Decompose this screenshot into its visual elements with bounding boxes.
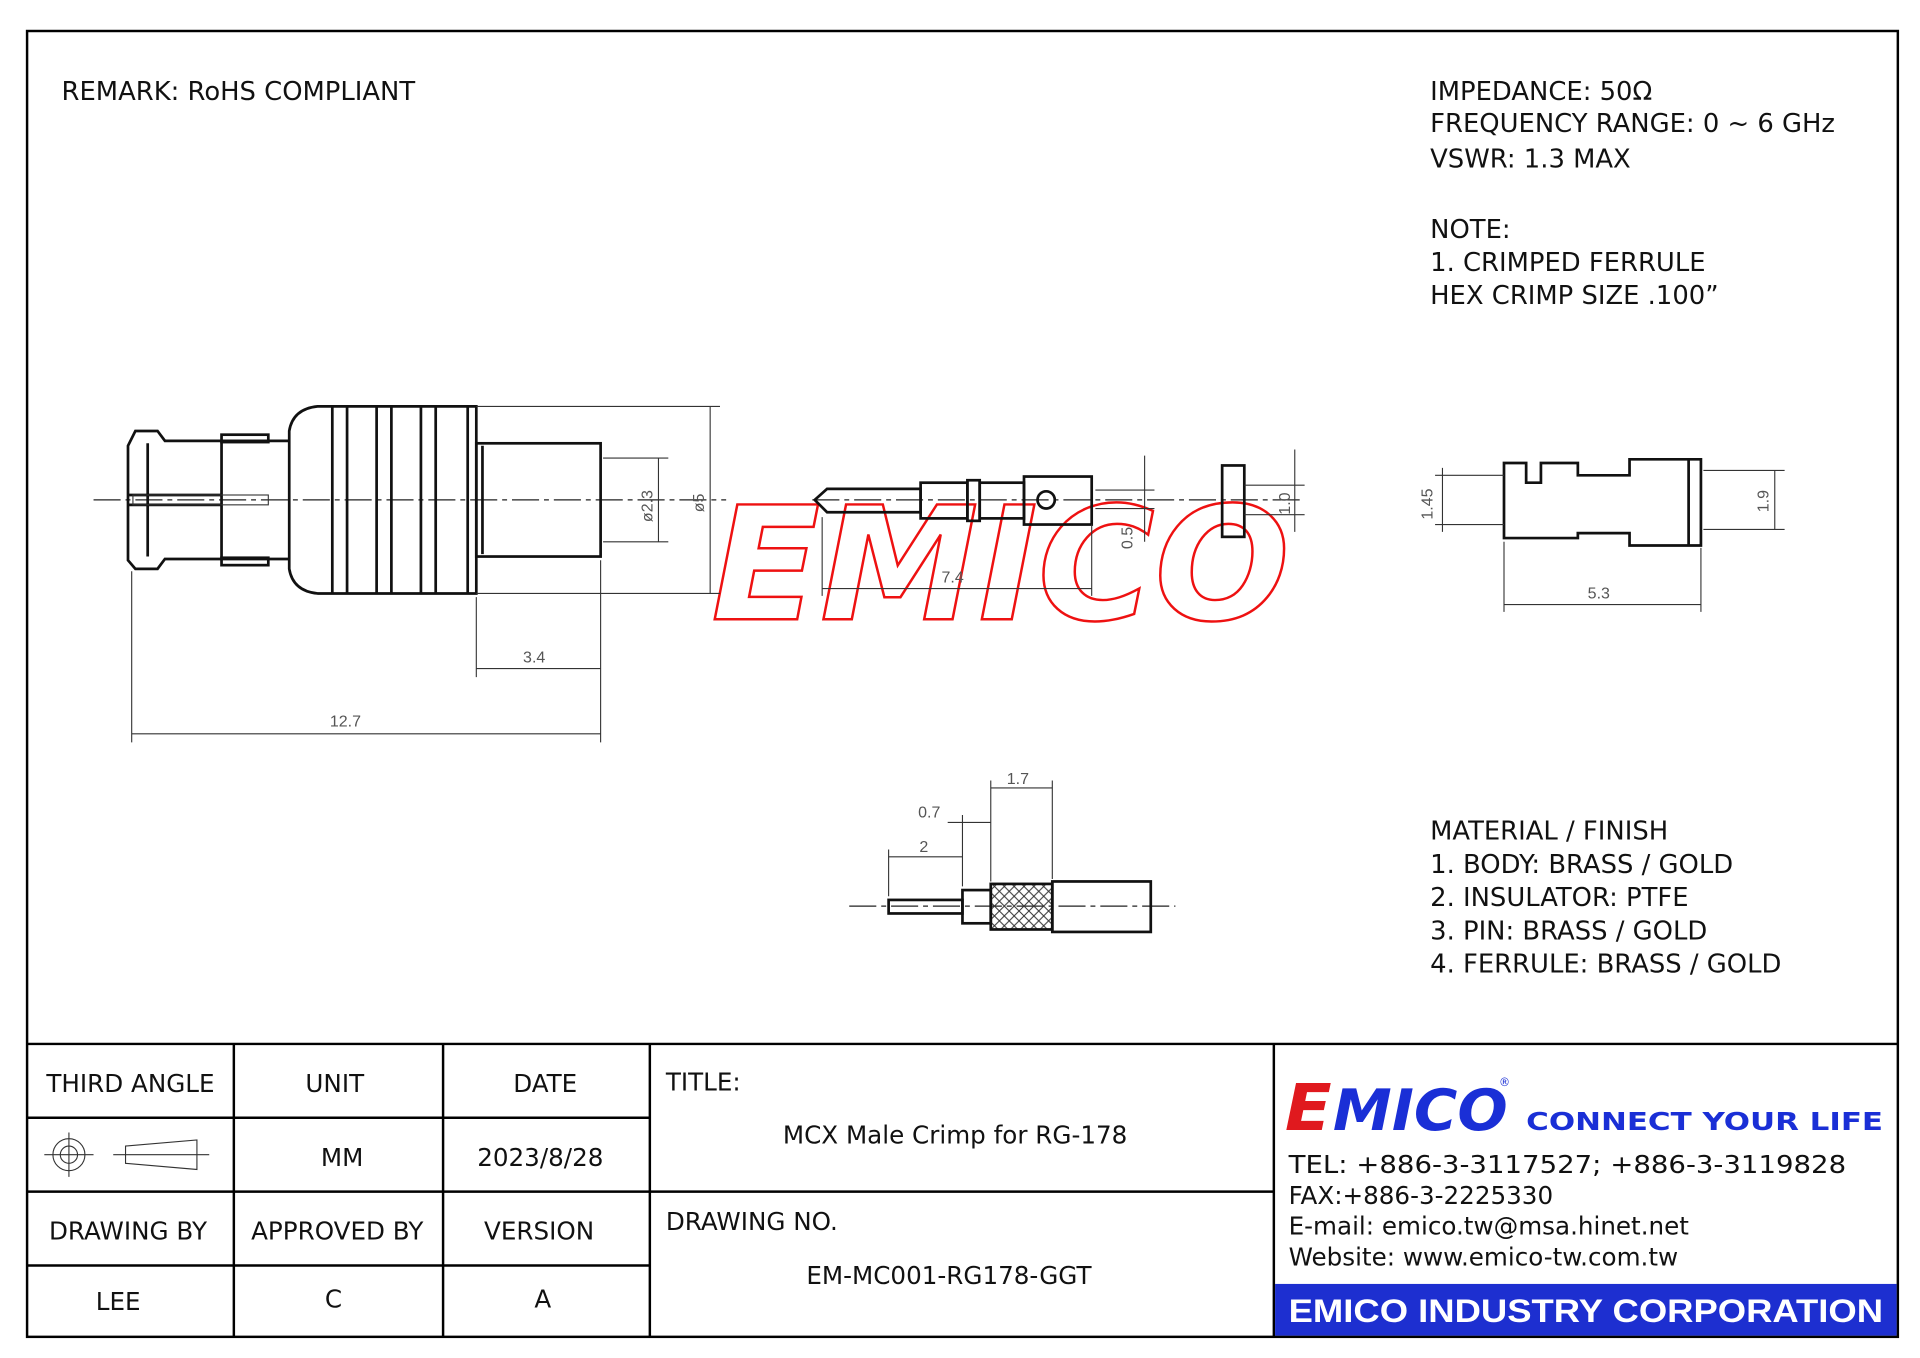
material-block: MATERIAL / FINISH 1. BODY: BRASS / GOLD …	[1430, 817, 1781, 980]
company-fax: FAX:+886-3-2225330	[1289, 1181, 1554, 1210]
specs-block: IMPEDANCE: 50Ω FREQUENCY RANGE: 0 ~ 6 GH…	[1430, 77, 1835, 175]
title-block: THIRD ANGLE UNIT DATE MM 2023/8/28 DRAWI…	[27, 1042, 1898, 1337]
pin-view: 0.5 7.4 1.0	[812, 449, 1305, 596]
dim-1-9: 1.9	[1756, 490, 1773, 512]
dim-3-4: 3.4	[523, 649, 545, 666]
company-email: E-mail: emico.tw@msa.hinet.net	[1289, 1212, 1690, 1241]
unit-value: MM	[321, 1143, 363, 1172]
company-slogan: CONNECT YOUR LIFE	[1526, 1107, 1883, 1136]
version-value: A	[534, 1284, 551, 1313]
svg-text:E: E	[1285, 1072, 1332, 1146]
note-title: NOTE:	[1430, 215, 1510, 245]
dim-1-7: 1.7	[1007, 771, 1029, 788]
dim-1-0: 1.0	[1277, 492, 1294, 514]
drawing-no-value: EM-MC001-RG178-GGT	[806, 1261, 1092, 1290]
version-label: VERSION	[484, 1217, 594, 1246]
note-line: 1. CRIMPED FERRULE	[1430, 248, 1705, 278]
dim-d5: ø5	[691, 493, 708, 512]
material-line: 4. FERRULE: BRASS / GOLD	[1430, 950, 1781, 980]
connector-side-view: ø2.3 ø5 3.4 12.7	[93, 405, 727, 743]
title-value: MCX Male Crimp for RG-178	[783, 1121, 1127, 1150]
svg-text:®: ®	[1499, 1076, 1510, 1089]
third-angle-projection-icon	[44, 1132, 210, 1177]
dim-12-7: 12.7	[330, 713, 361, 730]
spec-frequency: FREQUENCY RANGE: 0 ~ 6 GHz	[1430, 109, 1835, 139]
ferrule-view: 1.45 1.9 5.3	[1420, 457, 1785, 612]
company-block: E MICO ® CONNECT YOUR LIFE TEL: +886-3-3…	[1275, 1072, 1897, 1336]
dim-0-7: 0.7	[918, 804, 940, 821]
cable-strip-view: 2 0.7 1.7	[849, 771, 1176, 934]
material-line: 2. INSULATOR: PTFE	[1430, 883, 1688, 913]
approved-by-value: C	[325, 1284, 342, 1313]
company-website: Website: www.emico-tw.com.tw	[1289, 1242, 1679, 1271]
emico-logo: E MICO ®	[1285, 1072, 1510, 1146]
material-title: MATERIAL / FINISH	[1430, 817, 1668, 847]
dim-7-4: 7.4	[942, 569, 964, 586]
drawing-by-label: DRAWING BY	[49, 1217, 208, 1246]
approved-by-label: APPROVED BY	[251, 1217, 424, 1246]
dim-d23: ø2.3	[639, 490, 656, 522]
company-tel: TEL: +886-3-3117527; +886-3-3119828	[1287, 1150, 1846, 1179]
material-line: 3. PIN: BRASS / GOLD	[1430, 916, 1707, 946]
note-line: HEX CRIMP SIZE .100”	[1430, 281, 1718, 311]
dim-2: 2	[919, 839, 928, 856]
dim-0-5: 0.5	[1119, 527, 1136, 549]
remark-text: REMARK: RoHS COMPLIANT	[62, 77, 416, 107]
material-line: 1. BODY: BRASS / GOLD	[1430, 850, 1733, 880]
title-label: TITLE:	[665, 1068, 741, 1097]
spec-vswr: VSWR: 1.3 MAX	[1430, 145, 1631, 175]
drawing-no-label: DRAWING NO.	[666, 1207, 838, 1236]
date-label: DATE	[513, 1069, 577, 1098]
unit-label: UNIT	[305, 1069, 365, 1098]
company-name-banner: EMICO INDUSTRY CORPORATION	[1289, 1293, 1883, 1329]
dim-5-3: 5.3	[1588, 585, 1610, 602]
third-angle-label: THIRD ANGLE	[45, 1069, 214, 1098]
drawing-by-value: LEE	[96, 1287, 141, 1316]
svg-text:MICO: MICO	[1333, 1078, 1508, 1144]
emico-watermark: EMICO	[711, 474, 1289, 657]
date-value: 2023/8/28	[477, 1143, 603, 1172]
dim-1-45: 1.45	[1420, 488, 1437, 519]
spec-impedance: IMPEDANCE: 50Ω	[1430, 77, 1652, 107]
note-block: NOTE: 1. CRIMPED FERRULE HEX CRIMP SIZE …	[1430, 215, 1718, 311]
